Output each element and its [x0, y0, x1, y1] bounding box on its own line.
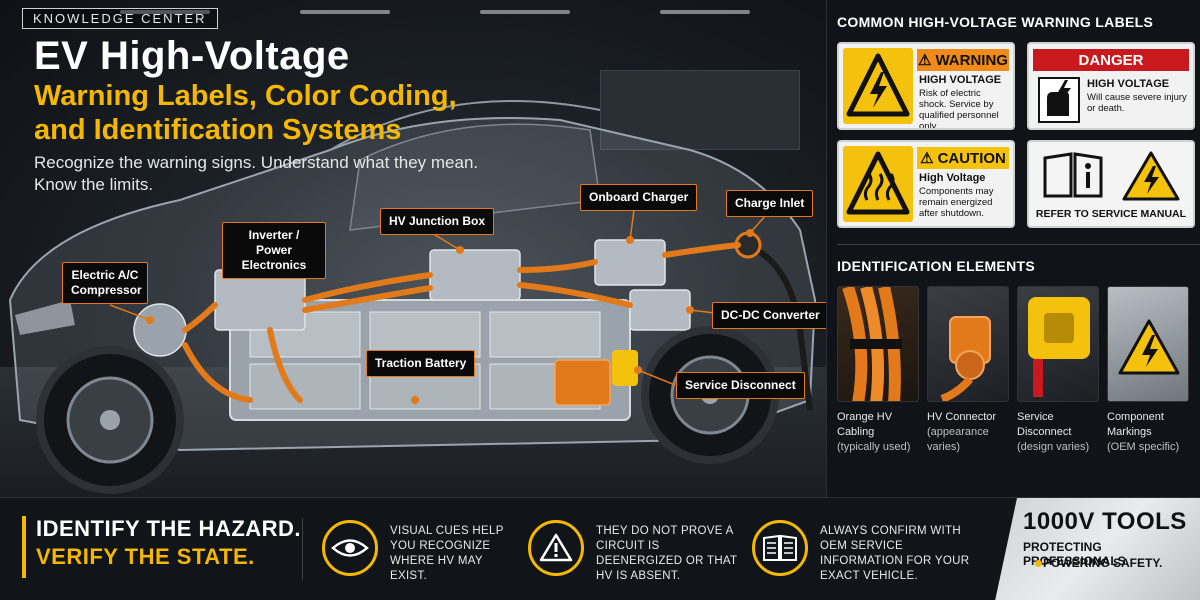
danger-header-text: DANGER	[1078, 51, 1144, 69]
service-disconnect-plug	[612, 350, 638, 386]
page-title-line3: and Identification Systems	[34, 114, 402, 146]
warning-header-text: WARNING	[935, 51, 1008, 69]
service-disconnect-photo	[1017, 286, 1099, 402]
callout-junction-box: HV Junction Box	[380, 208, 495, 235]
warning-body: Risk of electric shock. Service by quali…	[919, 88, 999, 130]
id-caption-connector: HV Connector (appearance varies)	[927, 410, 1017, 455]
cue-text-visual: VISUAL CUES HELP YOU RECOGNIZE WHERE HV …	[390, 525, 504, 582]
car-roof-line	[329, 100, 601, 151]
id-note: (OEM specific)	[1107, 441, 1180, 453]
cue-text-confirm: ALWAYS CONFIRM WITH OEM SERVICE INFORMAT…	[820, 525, 970, 582]
junction-box-unit	[429, 249, 521, 301]
brand-dot	[1035, 560, 1042, 567]
manual-label-card: REFER TO SERVICE MANUAL	[1027, 140, 1195, 228]
headlight	[15, 300, 75, 335]
manual-label-text: REFER TO SERVICE MANUAL	[1035, 208, 1187, 220]
hv-connector-photo	[927, 286, 1009, 402]
hand-shock-icon	[1037, 76, 1081, 124]
callout-inverter: Inverter / Power Electronics	[222, 222, 326, 279]
book-icon	[752, 520, 808, 576]
caution-body: Components may remain energized after sh…	[919, 186, 994, 219]
tagline-verify: VERIFY THE STATE.	[36, 544, 255, 569]
danger-header: DANGER	[1033, 49, 1189, 71]
brand-tagline-1: PROTECTING PROFESSIONALS.	[1023, 540, 1130, 568]
callout-service-disconnect: Service Disconnect	[676, 372, 805, 399]
lightning-triangle-icon	[843, 48, 913, 124]
hv-cables	[182, 242, 741, 403]
page-title: EV High-Voltage	[34, 34, 350, 78]
hero-section: KNOWLEDGE CENTER EV High-Voltage Warning…	[0, 0, 826, 497]
danger-body: Will cause severe injury or death.	[1087, 92, 1187, 114]
dcdc-unit	[629, 289, 691, 331]
id-note: (typically used)	[837, 441, 911, 453]
callout-ac-compressor: Electric A/C Compressor	[62, 262, 148, 304]
callout-leaders	[109, 209, 767, 386]
id-note: (appearance varies)	[927, 426, 989, 453]
section-divider	[837, 244, 1200, 245]
onboard-charger-unit	[594, 239, 666, 286]
callout-charge-inlet: Charge Inlet	[726, 190, 814, 217]
orange-cabling-photo	[837, 286, 919, 402]
hot-surface-triangle-icon	[843, 146, 913, 222]
labels-section-title: COMMON HIGH-VOLTAGE WARNING LABELS	[837, 14, 1154, 30]
caution-label-card: ⚠ CAUTION High Voltage Components may re…	[837, 140, 1015, 228]
manual-book-icon	[1041, 150, 1105, 200]
caution-header: ⚠ CAUTION	[917, 147, 1009, 169]
id-name: Orange HV Cabling	[837, 411, 893, 438]
brand-tagline-2: POWERING SAFETY.	[1043, 556, 1163, 570]
callout-traction-battery: Traction Battery	[366, 350, 476, 377]
id-name: Component Markings	[1107, 411, 1164, 438]
cue-text-prove: THEY DO NOT PROVE A CIRCUIT IS DEENERGIZ…	[596, 525, 738, 582]
danger-title: HIGH VOLTAGE	[1087, 78, 1170, 90]
eye-icon	[322, 520, 378, 576]
id-caption-cabling: Orange HV Cabling (typically used)	[837, 410, 927, 455]
ceiling-light	[480, 10, 570, 14]
lightning-triangle-icon	[1121, 150, 1181, 202]
caution-title: High Voltage	[919, 172, 986, 184]
inverter-unit	[214, 269, 306, 331]
brand-name: 1000V TOOLS	[1023, 508, 1187, 535]
service-disconnect-unit	[554, 359, 611, 406]
caution-header-text: CAUTION	[937, 149, 1006, 167]
identification-section-title: IDENTIFICATION ELEMENTS	[837, 258, 1035, 274]
divider	[302, 518, 303, 580]
callout-dcdc-converter: DC-DC Converter	[712, 302, 826, 329]
warning-title: HIGH VOLTAGE	[919, 74, 1002, 86]
page-title-line2: Warning Labels, Color Coding,	[34, 80, 457, 112]
tagline-identify: IDENTIFY THE HAZARD.	[36, 516, 302, 541]
id-name: HV Connector	[927, 411, 997, 423]
front-wheel	[36, 346, 184, 494]
ac-compressor-unit	[133, 303, 187, 357]
bottom-bar: IDENTIFY THE HAZARD. VERIFY THE STATE. V…	[0, 497, 1200, 600]
callout-onboard-charger: Onboard Charger	[580, 184, 698, 211]
knowledge-center-badge: KNOWLEDGE CENTER	[22, 8, 218, 29]
warning-triangle-icon	[528, 520, 584, 576]
accent-bar	[22, 516, 26, 578]
component-marking-photo	[1107, 286, 1189, 402]
ceiling-light	[120, 10, 210, 14]
car-window	[349, 123, 601, 231]
brand-block: 1000V TOOLS PROTECTING PROFESSIONALS. PO…	[995, 498, 1200, 600]
ceiling-light	[660, 10, 750, 14]
id-caption-service-disconnect: Service Disconnect (design varies)	[1017, 410, 1107, 455]
page-subtitle: Recognize the warning signs. Understand …	[34, 153, 479, 194]
id-caption-markings: Component Markings (OEM specific)	[1107, 410, 1197, 455]
warning-header: ⚠ WARNING	[917, 49, 1009, 71]
id-name: Service Disconnect	[1017, 411, 1072, 438]
ceiling-light	[300, 10, 390, 14]
right-panel: COMMON HIGH-VOLTAGE WARNING LABELS ⚠ WAR…	[826, 0, 1200, 497]
id-note: (design varies)	[1017, 441, 1090, 453]
danger-label-card: DANGER HIGH VOLTAGE Will cause severe in…	[1027, 42, 1195, 130]
alert-triangle-icon: ⚠	[920, 150, 934, 167]
warning-label-card: ⚠ WARNING HIGH VOLTAGE Risk of electric …	[837, 42, 1015, 130]
alert-triangle-icon: ⚠	[918, 52, 932, 69]
